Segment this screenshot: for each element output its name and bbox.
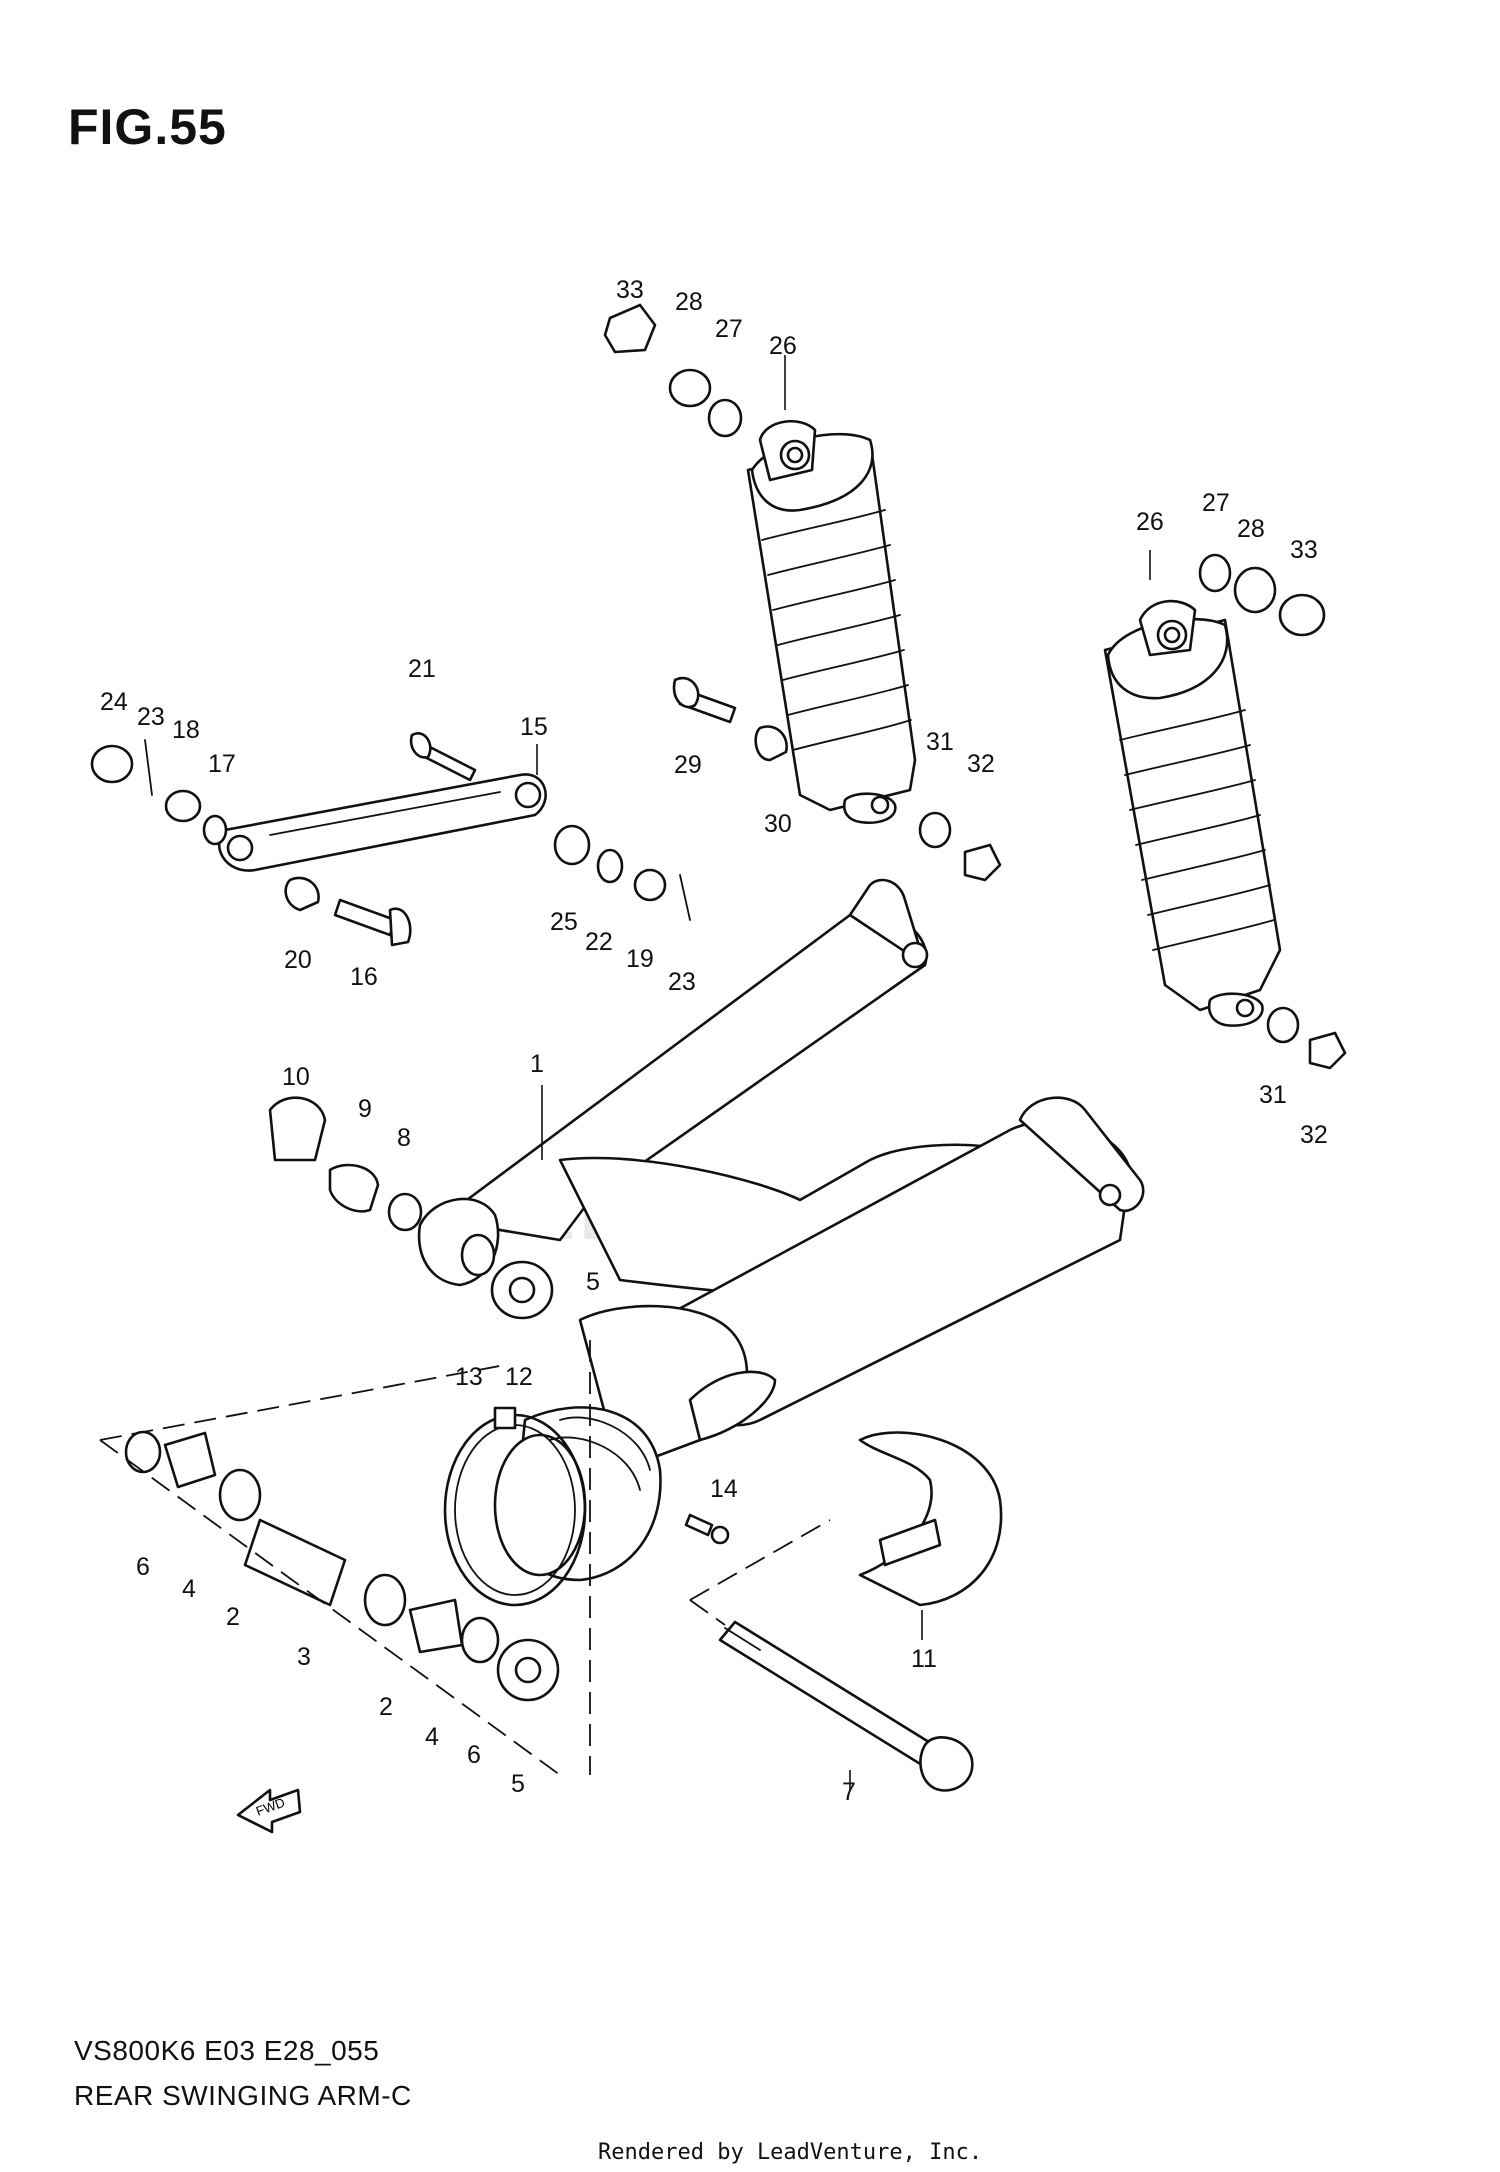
callout: 11: [911, 1645, 937, 1673]
cushion-lever-rod[interactable]: [217, 773, 547, 872]
callout: 1: [530, 1050, 544, 1078]
cotter-pin-23: [144, 739, 153, 796]
washer-27-upper: [707, 398, 743, 438]
washer-27-right: [1198, 553, 1232, 593]
callout: 28: [1237, 515, 1265, 543]
nut-32-upper: [963, 843, 1002, 882]
callout: 23: [668, 968, 696, 996]
callout: 2: [379, 1693, 393, 1721]
callout: 2: [226, 1603, 240, 1631]
callout: 3: [297, 1643, 311, 1671]
figure-caption: REAR SWINGING ARM-C: [74, 2080, 412, 2111]
washer-17: [202, 814, 228, 846]
bush-4-right: [408, 1598, 464, 1654]
bolt-16: [333, 898, 397, 937]
rear-shock-absorber-right[interactable]: [1103, 599, 1282, 1027]
callout: 6: [467, 1741, 481, 1769]
spacer-9: [328, 1163, 380, 1213]
bearing-2-right: [363, 1573, 407, 1627]
bearing-2-left: [218, 1468, 262, 1522]
callout: 16: [350, 963, 378, 991]
callout: 18: [172, 716, 200, 744]
washer-31-upper: [918, 811, 952, 849]
callout: 21: [408, 655, 436, 683]
nut-28-right: [1233, 566, 1277, 614]
screw-14: [684, 1513, 714, 1537]
callout: 4: [425, 1723, 439, 1751]
nut-32-lower: [1308, 1031, 1347, 1070]
collar-30: [754, 725, 788, 762]
callout: 29: [674, 751, 702, 779]
rear-swinging-arm[interactable]: [417, 878, 1145, 1472]
swingarm-cover[interactable]: [858, 1431, 1003, 1607]
callout: 10: [282, 1063, 310, 1091]
callout: 33: [1290, 536, 1318, 564]
bush-25: [553, 824, 591, 866]
callout: 26: [1136, 508, 1164, 536]
callout: 19: [626, 945, 654, 973]
callout: 26: [769, 332, 797, 360]
nut-33-upper: [603, 303, 657, 354]
assembly-lines: [99, 1340, 831, 1776]
callout: 30: [764, 810, 792, 838]
callout: 14: [710, 1475, 738, 1503]
forward-direction-arrow: FWD: [236, 1788, 302, 1834]
callout: 31: [926, 728, 954, 756]
collar-20: [284, 876, 320, 912]
callout: 28: [675, 288, 703, 316]
cap-24: [90, 744, 134, 784]
washer-6-left: [124, 1430, 162, 1474]
callout-numbers: 1 2 2 3 4 4 5 5 6 6 7 8 9 10 11 12 13 14…: [100, 276, 1328, 1806]
callout: 25: [550, 908, 578, 936]
callout: 4: [182, 1575, 196, 1603]
model-code: VS800K6 E03 E28_055: [74, 2035, 380, 2066]
callout: 7: [842, 1778, 856, 1806]
callout: 33: [616, 276, 644, 304]
callout: 8: [397, 1124, 411, 1152]
pivot-shaft[interactable]: [718, 1620, 974, 1792]
callout: 27: [715, 315, 743, 343]
callout: 17: [208, 750, 236, 778]
callout: 5: [511, 1770, 525, 1798]
spacer-3: [243, 1518, 347, 1607]
figure-title: FIG.55: [68, 99, 227, 155]
callout: 31: [1259, 1081, 1287, 1109]
nut-19: [633, 868, 667, 902]
swingarm-boot[interactable]: [493, 1406, 662, 1582]
callout: 12: [505, 1363, 533, 1391]
callout: 5: [586, 1268, 600, 1296]
nut-28-upper: [668, 368, 712, 408]
rendered-by-note: Rendered by LeadVenture, Inc.: [598, 2140, 983, 2165]
bush-4-left: [163, 1431, 217, 1489]
callout: 32: [1300, 1121, 1328, 1149]
washer-8: [387, 1192, 423, 1232]
callout: 9: [358, 1095, 372, 1123]
callout: 24: [100, 688, 128, 716]
callout: 20: [284, 946, 312, 974]
rear-shock-absorber-left[interactable]: [746, 420, 917, 824]
cap-33-right: [1278, 593, 1326, 637]
callout: 27: [1202, 489, 1230, 517]
callout: 22: [585, 928, 613, 956]
washer-22: [596, 848, 624, 884]
callout: 13: [455, 1363, 483, 1391]
callout: 6: [136, 1553, 150, 1581]
washer-31-lower: [1266, 1006, 1300, 1044]
callout: 23: [137, 703, 165, 731]
hardware-parts: [90, 303, 1347, 1702]
callout: 32: [967, 750, 995, 778]
nut-18: [164, 789, 202, 823]
cap-10: [268, 1096, 327, 1162]
washer-6-right: [460, 1616, 500, 1664]
cotter-pin-23-right: [679, 874, 691, 921]
boot-clamp[interactable]: [443, 1406, 587, 1607]
callout: 15: [520, 713, 548, 741]
leader-lines: [536, 355, 1151, 1790]
